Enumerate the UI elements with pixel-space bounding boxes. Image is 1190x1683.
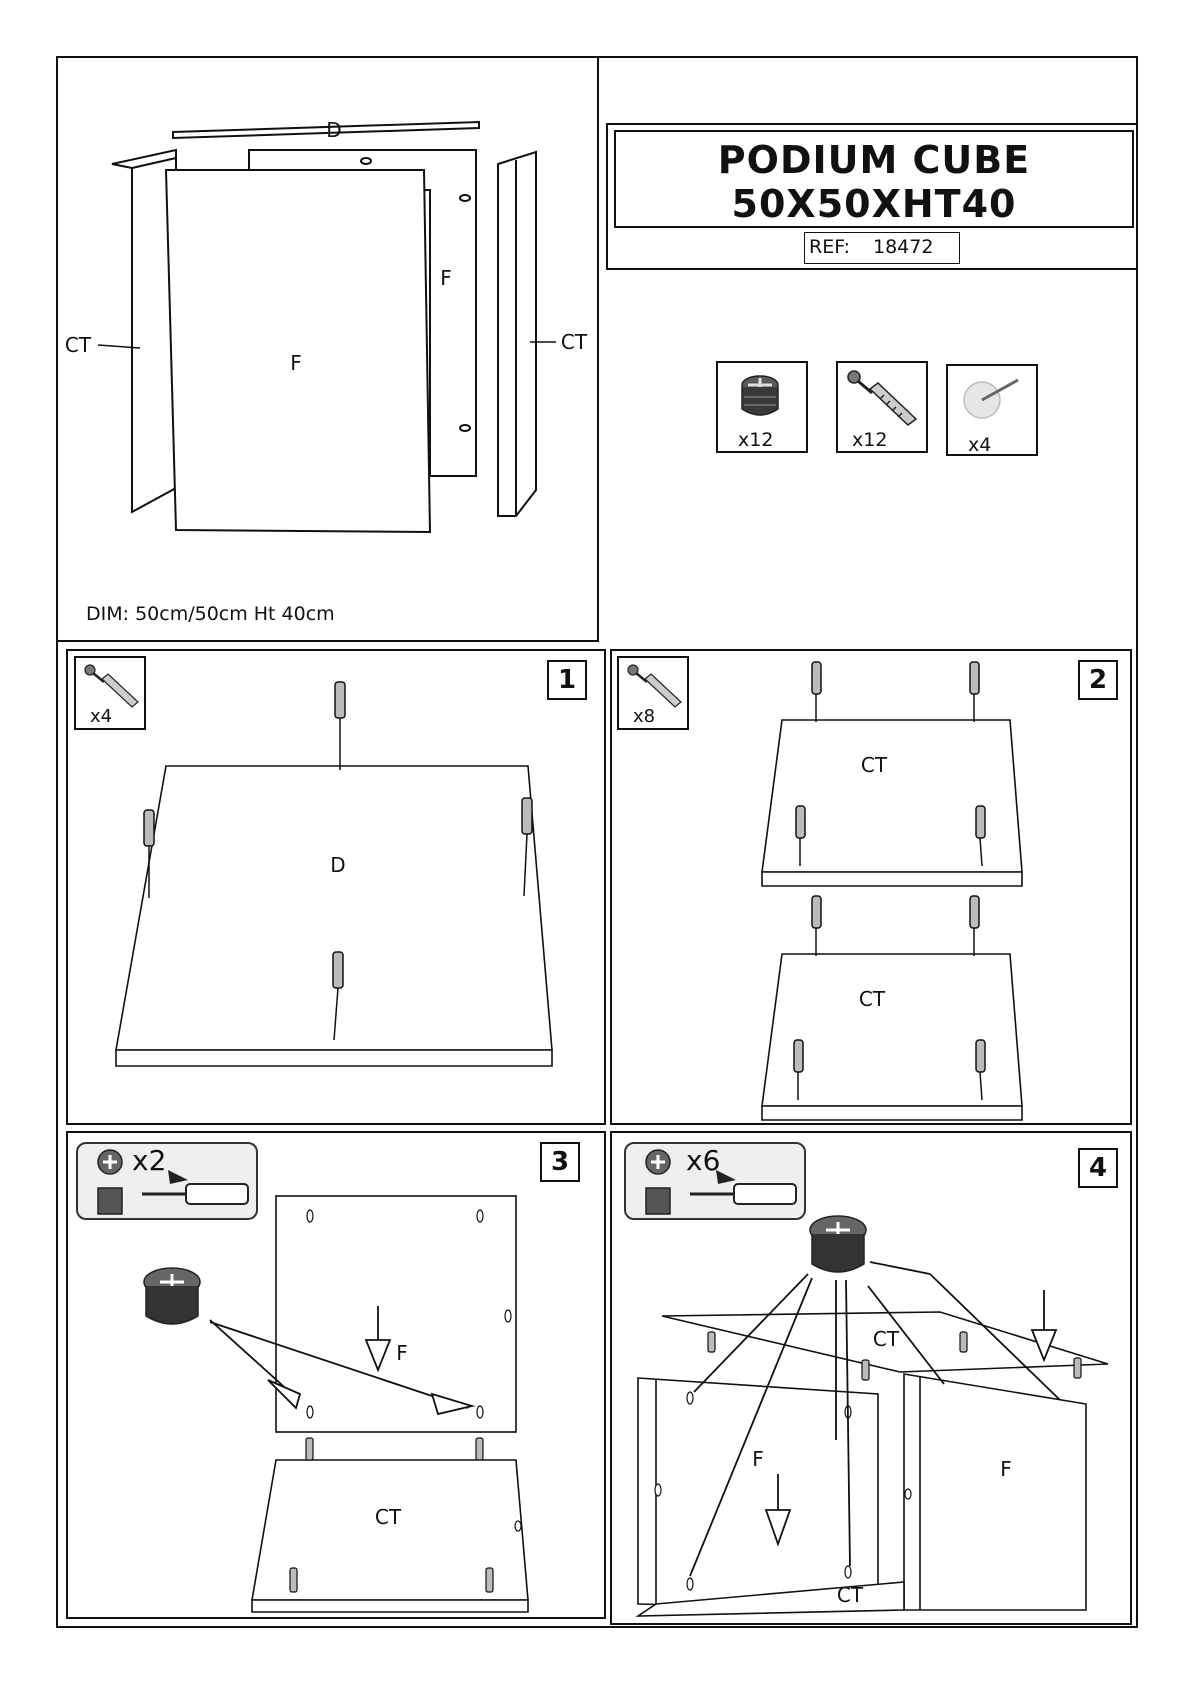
dowel-bolt-icon — [627, 664, 682, 708]
felt-pad-nail-icon — [963, 378, 1019, 419]
hole-mark — [459, 194, 471, 202]
step-4-panel-ct-bottom — [635, 1581, 905, 1617]
dimensions-text: DIM: 50cm/50cm Ht 40cm — [86, 603, 335, 625]
reference-number: 18472 — [873, 236, 934, 258]
step-2-hardware-qty: x8 — [633, 706, 656, 727]
step-3-hardware-badge: x2 — [76, 1142, 258, 1220]
hole-mark — [459, 424, 471, 432]
step-4-label-f-left: F — [752, 1447, 764, 1471]
cam-lock-icon — [741, 375, 779, 416]
title-box: PODIUM CUBE 50X50XHT40 — [614, 130, 1134, 228]
step-1-hardware-qty: x4 — [90, 706, 113, 727]
cam-lock-screwdriver-icon — [645, 1149, 797, 1215]
step-3-number: 3 — [540, 1142, 580, 1182]
top-panel-d — [172, 120, 480, 140]
step-3-dowels — [289, 1437, 494, 1593]
overview-label-right-ct: CT — [561, 330, 588, 354]
part-dowel-bolt-qty: x12 — [852, 429, 888, 451]
step-4-hardware-qty: x6 — [686, 1144, 721, 1177]
step-4-panel-f-right — [903, 1373, 1087, 1611]
step-3-hardware-qty: x2 — [132, 1144, 167, 1177]
step-4-label-ct-top: CT — [873, 1327, 900, 1351]
step-2-number: 2 — [1078, 660, 1118, 700]
step-1-label-d: D — [330, 853, 345, 877]
overview-label-front-f: F — [290, 351, 302, 375]
step-1-panel-d-edge — [115, 1049, 553, 1067]
overview-label-back-f: F — [440, 266, 452, 290]
product-title: PODIUM CUBE — [717, 138, 1031, 182]
step-3-label-ct: CT — [375, 1505, 402, 1529]
product-dimensions-title: 50X50XHT40 — [731, 182, 1017, 226]
part-dowel-bolt: x12 — [836, 361, 928, 453]
cam-lock-screwdriver-icon — [97, 1149, 249, 1215]
part-felt-pad-qty: x4 — [968, 434, 992, 456]
reference-label: REF: — [809, 236, 851, 258]
part-cam-lock: x12 — [716, 361, 808, 453]
step-4-label-ct-bottom: CT — [837, 1583, 864, 1607]
step-3-panel-f — [275, 1195, 517, 1433]
front-panel-f — [164, 169, 432, 534]
step-1-number: 1 — [547, 660, 587, 700]
overview-label-left-ct: CT — [65, 333, 92, 357]
step-4-cam-lock — [809, 1215, 867, 1273]
overview-label-d: D — [326, 118, 341, 142]
step-2-label-ct-upper: CT — [861, 753, 888, 777]
left-side-panel-ct — [111, 148, 177, 514]
dowel-bolt-icon — [84, 664, 139, 708]
step-2-hardware-badge: x8 — [617, 656, 689, 730]
step-4-panel-f-left — [637, 1377, 879, 1611]
part-felt-pad: x4 — [946, 364, 1038, 456]
step-4-label-f-right: F — [1000, 1457, 1012, 1481]
step-4-number: 4 — [1078, 1148, 1118, 1188]
step-4-hardware-badge: x6 — [624, 1142, 806, 1220]
step-3-label-f: F — [396, 1341, 408, 1365]
reference-box: REF: 18472 — [804, 232, 960, 264]
part-cam-lock-qty: x12 — [738, 429, 774, 451]
dowel-bolt-icon — [847, 370, 918, 426]
step-2-dowels — [793, 661, 986, 1101]
step-1-hardware-badge: x4 — [74, 656, 146, 730]
hole-mark — [360, 157, 372, 165]
step-1-dowels — [143, 681, 533, 1041]
step-4-dowels — [707, 1331, 1082, 1381]
step-3-cam-lock — [143, 1267, 201, 1325]
step-2-label-ct-lower: CT — [859, 987, 886, 1011]
